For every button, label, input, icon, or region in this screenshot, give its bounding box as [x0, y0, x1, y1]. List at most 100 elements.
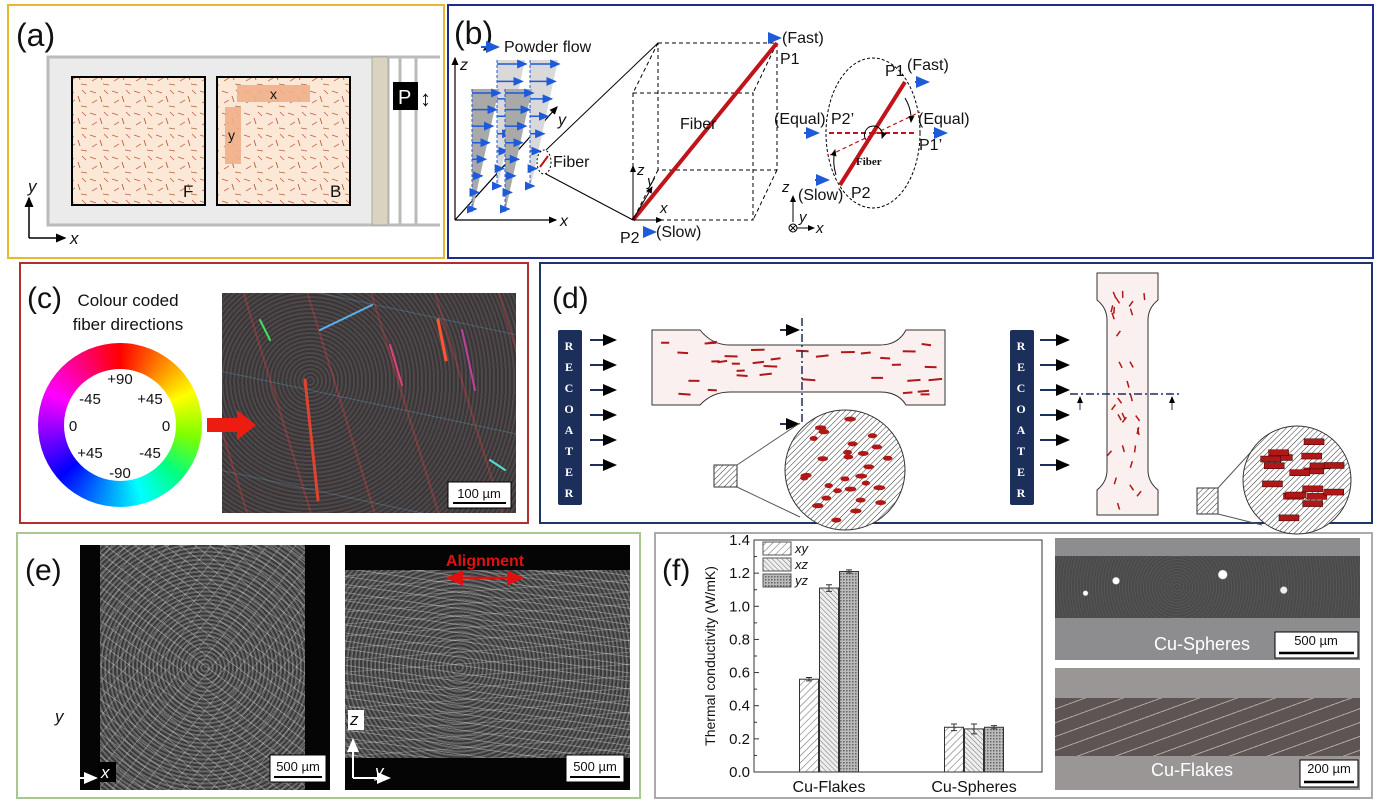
legend-label-xz: xz: [794, 557, 809, 572]
sem-dark-edge: [80, 545, 100, 790]
recoater-letter: O: [564, 402, 573, 416]
fiber-cross-section: [871, 444, 883, 450]
fiber-dash: [1129, 394, 1133, 402]
legend-swatch-yz: [762, 573, 792, 588]
bar-xz-Cu-Spheres: [964, 728, 984, 773]
panel-e: (e) y x z y Alignment 500 µm 500 µm: [25, 553, 625, 784]
recoater-bar-2: [1010, 330, 1034, 505]
rotation-arrow-right-icon: [904, 97, 915, 123]
fiber-dash: [759, 372, 772, 377]
y-axis-label: Thermal conductivity (W/mK): [702, 566, 718, 746]
specimen-y-label: y: [228, 127, 235, 143]
fiber-small-label: Fiber: [856, 156, 882, 168]
y-tick-label: 0.6: [729, 665, 750, 682]
powder-flow-legend: Powder flow: [504, 39, 592, 56]
bar-yz-Cu-Flakes: [839, 570, 859, 773]
fiber-dash: [860, 351, 871, 355]
y-tick-label: 1.0: [729, 598, 750, 615]
velocity-profile: [530, 60, 558, 190]
panel-f-label: (f): [662, 554, 690, 587]
fiber-dash: [917, 389, 930, 393]
powder-flow-profiles: [467, 59, 561, 214]
panel-e-label: (e): [25, 554, 62, 587]
fiber-dash: [1110, 404, 1117, 411]
p2-rot-label: P2: [851, 185, 871, 202]
rotation-circle: [825, 57, 921, 209]
fiber-dash: [678, 392, 691, 396]
panel-c-title-1: Colour coded: [77, 291, 178, 310]
fiber-dash: [763, 364, 778, 368]
scale-bar-c-label: 100 µm: [457, 486, 501, 501]
axis-z-label: z: [459, 57, 468, 74]
fiber-dash: [815, 354, 829, 358]
fiber-cross-section: [844, 416, 856, 422]
cu-spheres-photo-label: Cu-Spheres: [1154, 634, 1250, 654]
cu-flakes-photo-label: Cu-Flakes: [1151, 760, 1233, 780]
y-tick-label: 0.2: [729, 731, 750, 748]
fiber-lengths: [1260, 438, 1345, 522]
fiber-dash: [770, 357, 781, 361]
recoater-letter: C: [565, 381, 574, 395]
error-bar: [991, 725, 997, 730]
fiber-cross-section: [821, 495, 832, 501]
cube-z-label: z: [636, 162, 645, 179]
zoom-line-top: [545, 42, 659, 151]
fiber-dash: [1143, 293, 1146, 301]
fiber-cross-section: [875, 500, 887, 506]
angle-ur: +45: [137, 391, 162, 408]
fiber-dash: [736, 374, 748, 377]
angle-ul: -45: [79, 391, 101, 408]
cube-y-label: y: [646, 173, 656, 190]
p2-prime-label: P2’: [831, 111, 854, 128]
fiber-dash: [1111, 312, 1115, 320]
velocity-profile: [472, 89, 499, 213]
fiber-dash: [928, 377, 943, 382]
fiber-dash: [717, 359, 728, 364]
recoater-p-box: [393, 82, 418, 110]
error-bar: [806, 677, 812, 682]
fiber-length-bar: [1263, 462, 1285, 469]
panel-b-frame: [447, 4, 1374, 259]
horizontal-specimen-fibers: [661, 340, 943, 396]
scale-bar-e-left-label: 500 µm: [276, 759, 320, 774]
specimen-y: [225, 107, 241, 164]
bar-xy-Cu-Flakes: [799, 678, 819, 773]
fiber-dash: [1126, 380, 1130, 388]
recoater-letter: O: [1016, 402, 1025, 416]
micrograph-fibers: [259, 304, 506, 502]
panel-e-frame: [16, 532, 641, 799]
fast-label: (Fast): [782, 30, 824, 47]
fiber-dash: [1121, 416, 1128, 423]
bar-yz-Cu-Spheres: [984, 726, 1004, 773]
p1-label: P1: [780, 51, 800, 68]
fiber-cross-section: [800, 473, 810, 479]
fiber-cross-section: [817, 456, 829, 462]
axis-x-label: x: [559, 213, 569, 230]
zoom-line-bottom: [545, 173, 634, 221]
fiber-dash: [1135, 415, 1141, 422]
panel-c-title-2: fiber directions: [73, 315, 184, 334]
recoater-letter: A: [1017, 423, 1026, 437]
bar-xz-Cu-Flakes: [819, 587, 839, 773]
angle-l: 0: [69, 418, 77, 435]
bar-xy-Cu-Spheres: [944, 726, 964, 773]
axis-y-label: y: [27, 177, 38, 196]
thermal-conductivity-chart: Thermal conductivity (W/mK) 0.00.20.40.6…: [702, 532, 1043, 796]
into-page-icon: [788, 223, 798, 233]
fiber-line: [631, 41, 779, 222]
panel-c-label: (c): [27, 282, 62, 315]
recoater-letter: E: [565, 465, 573, 479]
x-tick-label: Cu-Spheres: [931, 779, 1016, 796]
equal-right-label: (Equal): [918, 111, 970, 128]
fiber-dash: [1117, 414, 1122, 421]
y-tick-label: 1.4: [729, 532, 750, 549]
y-tick-label: 0.8: [729, 631, 750, 648]
specimen-x: [237, 85, 310, 102]
e-right-axis-y-label: y: [374, 762, 385, 781]
fiber-cross-section: [833, 488, 842, 494]
recoater-letter: E: [1017, 360, 1025, 374]
fiber-dash: [752, 360, 765, 365]
zoom-line: [736, 422, 801, 466]
recoater-letter: T: [565, 444, 573, 458]
